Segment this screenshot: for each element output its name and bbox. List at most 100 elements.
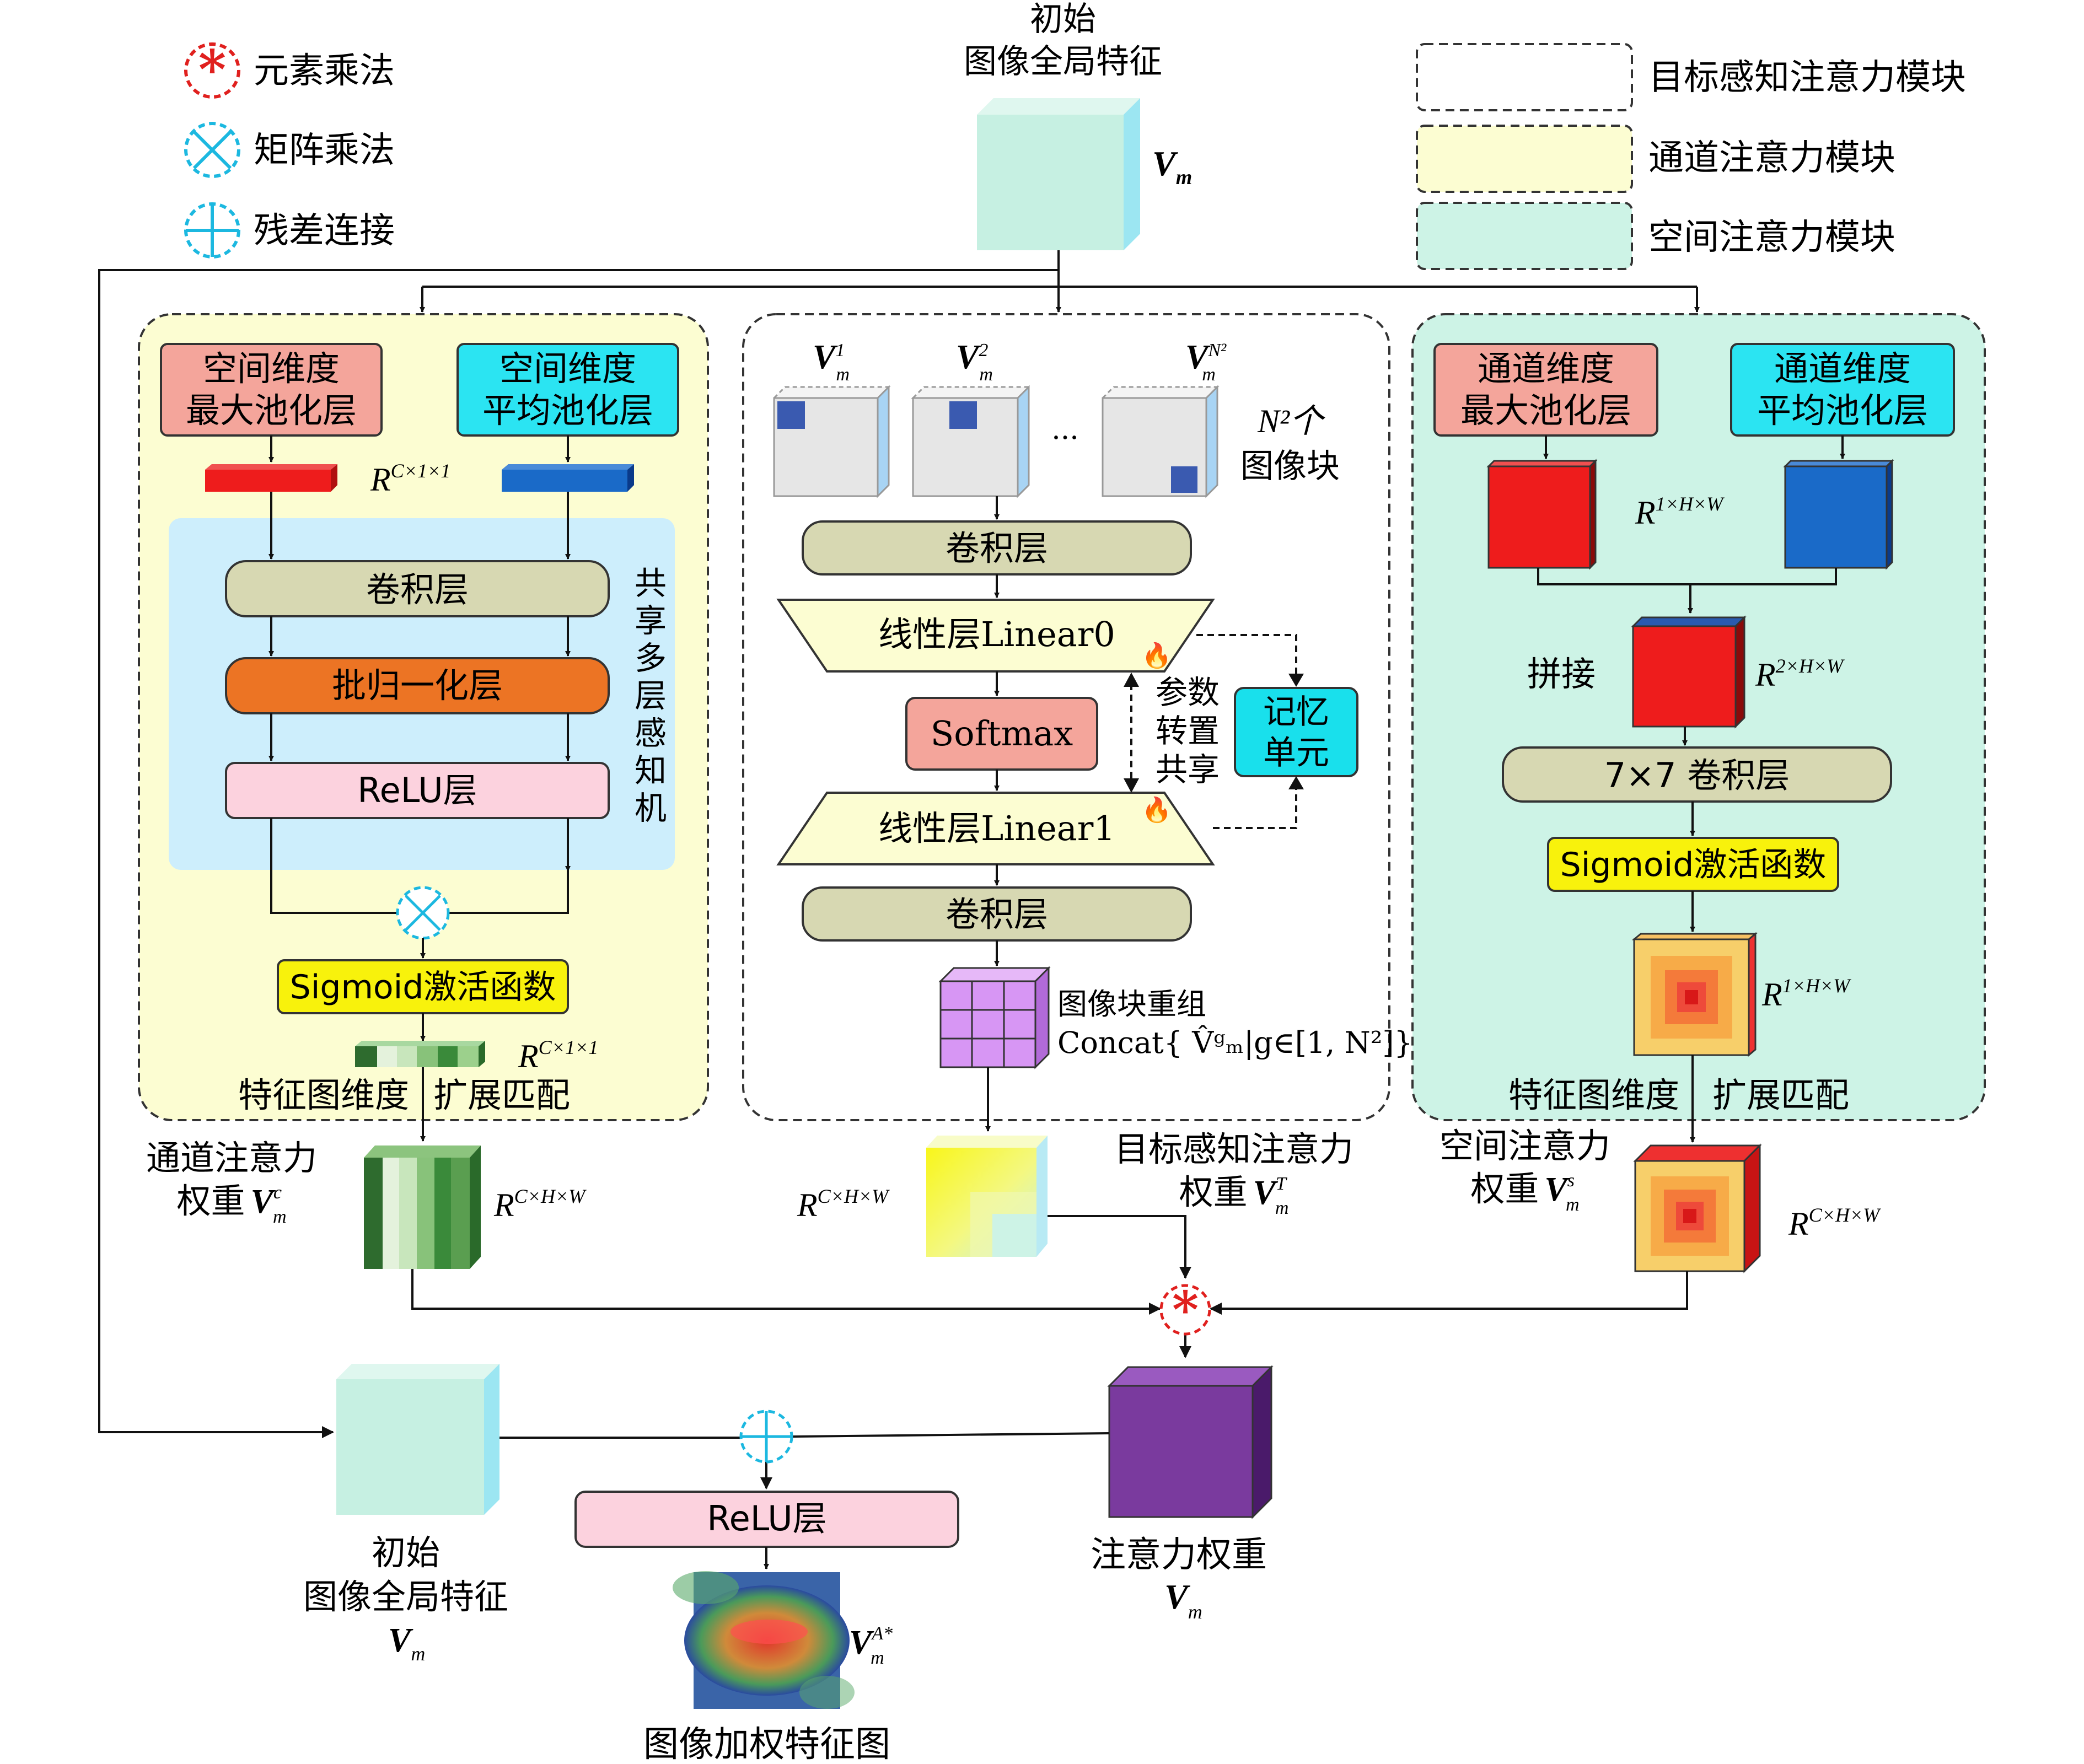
- attention-weight-cube: [1107, 1365, 1274, 1519]
- svg-text:共享: 共享: [1156, 751, 1220, 788]
- svg-text:ReLU层: ReLU层: [357, 770, 477, 810]
- legend-spatial-label: 空间注意力模块: [1648, 217, 1895, 258]
- linear0-layer: 线性层Linear0 🔥: [776, 599, 1215, 673]
- spatial-dim2: R2×H×W: [1755, 655, 1845, 693]
- svg-text:感: 感: [635, 714, 667, 752]
- regroup-label: 图像块重组: [1057, 987, 1206, 1021]
- target-weight-cube: [926, 1136, 1048, 1257]
- svg-text:Sigmoid激活函数: Sigmoid激活函数: [1560, 846, 1827, 884]
- patch-1: [772, 385, 891, 498]
- spatial-sigmoid: Sigmoid激活函数: [1547, 837, 1839, 892]
- spatial-heat-map: [1631, 932, 1758, 1057]
- output-caption: 图像加权特征图: [643, 1724, 890, 1764]
- svg-text:转置: 转置: [1156, 712, 1220, 750]
- svg-text:批归一化层: 批归一化层: [332, 665, 503, 706]
- spatial-weight-cube: [1633, 1143, 1762, 1273]
- legend-target-swatch: [1416, 43, 1633, 111]
- top-input-cube: [977, 98, 1140, 250]
- svg-text:共: 共: [635, 564, 667, 602]
- legend-target-label: 目标感知注意力模块: [1648, 57, 1966, 98]
- spatial-weight-dim: RC×H×W: [1788, 1204, 1881, 1242]
- spatial-expand-left: 特征图维度: [1508, 1075, 1679, 1115]
- spatial-avg-map: [1783, 459, 1894, 570]
- channel-avgpool-box: 空间维度 平均池化层: [456, 343, 679, 437]
- legend-channel-swatch: [1416, 125, 1633, 193]
- concat-label: 拼接: [1527, 654, 1596, 694]
- channel-weight-vector: [355, 1041, 485, 1067]
- bottom-input-var: Vm: [388, 1622, 425, 1665]
- bottom-input-line1: 初始: [372, 1532, 440, 1573]
- shared-mlp-label: 共 享 多 层 感 知 机: [635, 564, 667, 827]
- elementwise-mult-icon: *: [184, 39, 240, 101]
- bottom-relu-layer: ReLU层: [574, 1491, 959, 1548]
- patch-N: [1100, 385, 1220, 498]
- spatial-dim3: R1×H×W: [1761, 975, 1851, 1013]
- legend-channel-label: 通道注意力模块: [1648, 138, 1895, 179]
- legend-matmul-label: 矩阵乘法: [254, 130, 395, 171]
- batchnorm-layer: 批归一化层: [225, 657, 610, 714]
- svg-text:参数: 参数: [1156, 674, 1220, 711]
- output-var: VA*m: [849, 1623, 893, 1668]
- channel-weight-vector-dim: RC×1×1: [518, 1036, 598, 1074]
- bottom-input-cube: [336, 1364, 499, 1515]
- linear1-layer: 线性层Linear1 🔥: [776, 792, 1215, 865]
- svg-text:最大池化层: 最大池化层: [186, 390, 357, 431]
- patch-count-line2: 图像块: [1240, 447, 1340, 486]
- target-weight-line1: 目标感知注意力: [1114, 1129, 1353, 1169]
- svg-text:卷积层: 卷积层: [366, 569, 469, 610]
- svg-text:线性层Linear0: 线性层Linear0: [878, 614, 1115, 654]
- channel-weight-dim: RC×H×W: [493, 1185, 587, 1223]
- patch-ellipsis: ···: [1051, 422, 1079, 455]
- bottom-input-line2: 图像全局特征: [303, 1577, 508, 1617]
- spatial-avgpool-box: 通道维度 平均池化层: [1730, 343, 1955, 437]
- channel-attention-module: 空间维度 最大池化层 空间维度 平均池化层 RC×1×1: [138, 313, 709, 1142]
- svg-text:记忆: 记忆: [1263, 693, 1329, 732]
- legend-elementwise-label: 元素乘法: [254, 51, 395, 92]
- residual-add-icon: [739, 1410, 793, 1464]
- spatial-maxpool-box: 通道维度 最大池化层: [1433, 343, 1658, 437]
- svg-text:平均池化层: 平均池化层: [1757, 390, 1928, 431]
- channel-pool-dim: RC×1×1: [370, 460, 450, 498]
- channel-matmul-icon: [396, 886, 450, 940]
- svg-text:*: *: [198, 39, 226, 101]
- avg-vector-bar: [502, 464, 634, 492]
- conv7x7-layer: 7×7 卷积层: [1502, 746, 1892, 803]
- svg-text:享: 享: [635, 602, 667, 639]
- channel-conv-layer: 卷积层: [225, 560, 610, 617]
- channel-weight-cube: [364, 1145, 481, 1269]
- svg-text:卷积层: 卷积层: [946, 894, 1048, 934]
- channel-weight-line1: 通道注意力: [146, 1138, 317, 1178]
- svg-text:Sigmoid激活函数: Sigmoid激活函数: [290, 968, 556, 1007]
- svg-text:卷积层: 卷积层: [946, 528, 1048, 568]
- target-out-dim: RC×H×W: [797, 1185, 890, 1223]
- spatial-max-map: [1486, 459, 1598, 570]
- patch-2: [911, 385, 1031, 498]
- legend-right: 目标感知注意力模块 通道注意力模块 空间注意力模块: [1416, 43, 1966, 270]
- svg-text:通道维度: 通道维度: [1774, 348, 1911, 389]
- svg-text:机: 机: [635, 789, 667, 827]
- linear1-fire-icon: 🔥: [1142, 796, 1172, 824]
- output-heatmap-image: [673, 1571, 855, 1709]
- patch-count-line1: N²个: [1257, 403, 1325, 439]
- target-conv-layer-1: 卷积层: [802, 520, 1192, 576]
- svg-text:ReLU层: ReLU层: [707, 1498, 826, 1539]
- svg-text:通道维度: 通道维度: [1478, 348, 1614, 389]
- attention-weight-label: 注意力权重: [1091, 1535, 1267, 1575]
- spatial-attention-module: 通道维度 最大池化层 通道维度 平均池化层 R1×H×W: [1411, 313, 1986, 1143]
- svg-text:空间维度: 空间维度: [203, 348, 340, 389]
- top-input-line1: 初始: [1030, 0, 1096, 39]
- channel-expand-right: 扩展匹配: [433, 1075, 570, 1115]
- concat-map: [1631, 615, 1747, 729]
- target-conv-layer-2: 卷积层: [802, 886, 1192, 942]
- memory-unit: 记忆 单元: [1234, 687, 1358, 777]
- svg-text:多: 多: [635, 639, 667, 677]
- fusion-mult-icon: *: [1159, 1280, 1211, 1340]
- svg-text:空间维度: 空间维度: [499, 348, 636, 389]
- regroup-grid-cube: [938, 966, 1051, 1069]
- top-distribution-lines: [98, 250, 1700, 1438]
